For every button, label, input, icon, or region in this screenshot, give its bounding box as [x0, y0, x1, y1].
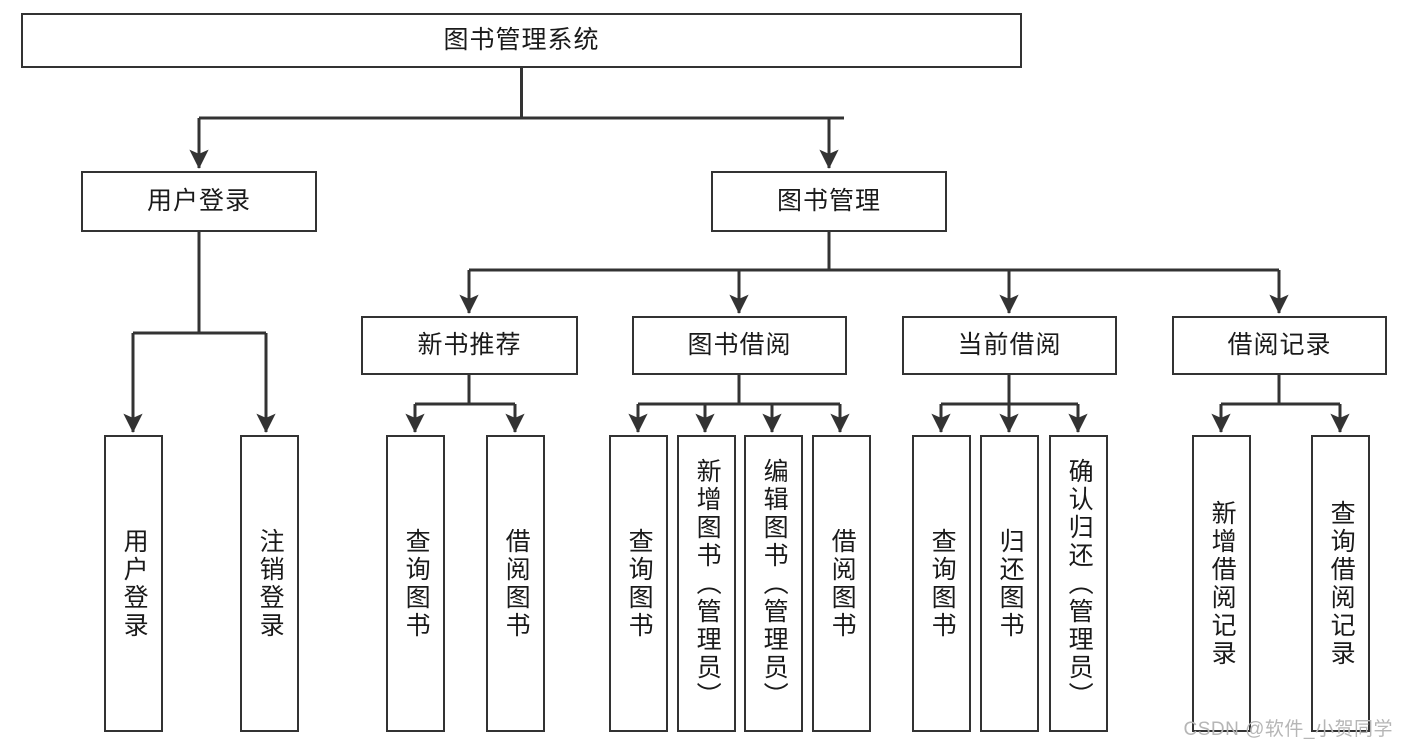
node-root-system[interactable]: 图书管理系统: [21, 13, 1022, 68]
node-book-borrow[interactable]: 图书借阅: [632, 316, 847, 375]
node-label: 借阅图书: [502, 527, 531, 640]
node-label: 查询图书: [928, 527, 957, 640]
node-current-borrow[interactable]: 当前借阅: [902, 316, 1117, 375]
leaf-logout-login[interactable]: 注销登录: [240, 435, 299, 732]
csdn-watermark: CSDN @软件_小贺同学: [1183, 719, 1393, 740]
node-label: 图书借阅: [687, 331, 792, 360]
node-label: 用户登录: [120, 527, 149, 640]
leaf-add-borrow-record[interactable]: 新增借阅记录: [1192, 435, 1251, 732]
node-label: 图书管理: [776, 187, 881, 216]
leaf-query-book-current[interactable]: 查询图书: [912, 435, 971, 732]
leaf-query-book-borrow[interactable]: 查询图书: [609, 435, 668, 732]
node-label: 新增借阅记录: [1208, 499, 1237, 668]
node-label: 借阅图书: [828, 527, 857, 640]
node-label: 当前借阅: [957, 331, 1062, 360]
leaf-user-login[interactable]: 用户登录: [104, 435, 163, 732]
node-label: 归还图书: [996, 527, 1025, 640]
node-book-manage[interactable]: 图书管理: [711, 171, 947, 232]
leaf-edit-book-admin[interactable]: 编辑图书（管理员）: [744, 435, 803, 732]
leaf-borrow-book[interactable]: 借阅图书: [812, 435, 871, 732]
node-label: 注销登录: [256, 527, 285, 640]
node-label: 图书管理系统: [443, 26, 600, 55]
node-label: 新增图书（管理员）: [693, 457, 722, 710]
leaf-query-borrow-record[interactable]: 查询借阅记录: [1311, 435, 1370, 732]
leaf-query-book-recommend[interactable]: 查询图书: [386, 435, 445, 732]
leaf-borrow-book-recommend[interactable]: 借阅图书: [486, 435, 545, 732]
node-new-book-recommend[interactable]: 新书推荐: [361, 316, 578, 375]
node-user-login[interactable]: 用户登录: [81, 171, 317, 232]
leaf-confirm-return-admin[interactable]: 确认归还（管理员）: [1049, 435, 1108, 732]
node-label: 用户登录: [146, 187, 251, 216]
node-label: 查询借阅记录: [1327, 499, 1356, 668]
leaf-add-book-admin[interactable]: 新增图书（管理员）: [677, 435, 736, 732]
node-label: 确认归还（管理员）: [1065, 457, 1094, 710]
node-label: 查询图书: [402, 527, 431, 640]
node-label: 查询图书: [625, 527, 654, 640]
leaf-return-book[interactable]: 归还图书: [980, 435, 1039, 732]
node-borrow-record[interactable]: 借阅记录: [1172, 316, 1387, 375]
node-label: 编辑图书（管理员）: [760, 457, 789, 710]
node-label: 新书推荐: [417, 331, 522, 360]
node-label: 借阅记录: [1227, 331, 1332, 360]
